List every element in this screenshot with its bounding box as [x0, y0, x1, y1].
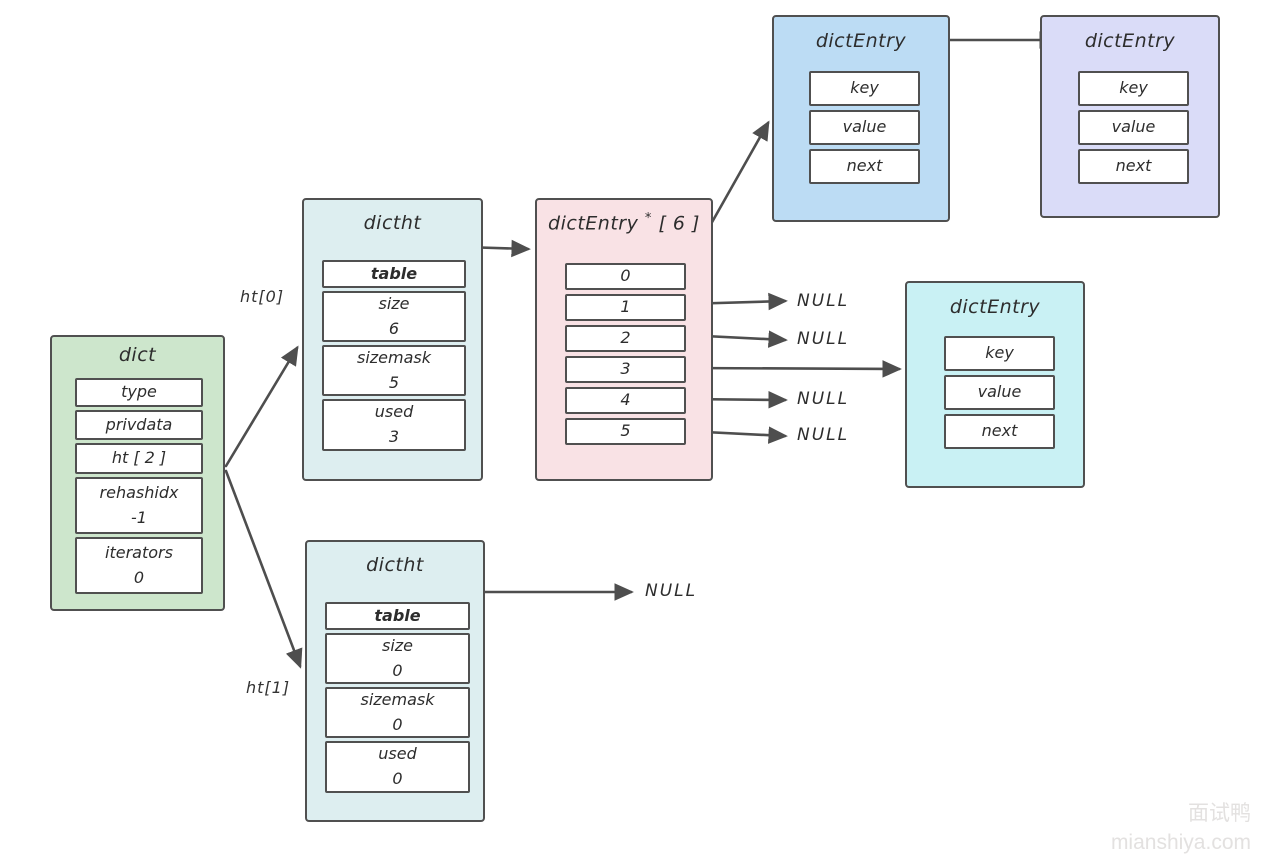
- dict-entry-c-box: dictEntry key value next: [905, 281, 1085, 488]
- null-label-slot4: NULL: [797, 389, 850, 409]
- dict-title: dict: [118, 344, 157, 366]
- entry-a-field-key: key: [809, 71, 920, 106]
- ht1-label: ht[1]: [246, 678, 291, 697]
- entry-a-field-next: next: [809, 149, 920, 184]
- dict-entry-c-title: dictEntry: [949, 296, 1041, 318]
- dictht0-field-sizemask: sizemask 5: [322, 345, 466, 396]
- bucket-slot-0: 0: [565, 263, 686, 290]
- bucket-slot-4: 4: [565, 387, 686, 414]
- arrow-dict-to-ht1: [224, 469, 303, 669]
- dict-entry-b-title: dictEntry: [1084, 30, 1176, 52]
- dictht1-box: dictht table size 0 sizemask 0 used 0: [305, 540, 485, 822]
- dict-field-type: type: [75, 378, 203, 407]
- bucket-slot-1: 1: [565, 294, 686, 321]
- dictht1-field-sizemask: sizemask 0: [325, 687, 470, 738]
- entry-c-field-key: key: [944, 336, 1055, 371]
- bucket-array-star: *: [644, 211, 652, 226]
- null-label-slot5: NULL: [797, 425, 850, 445]
- entry-a-field-value: value: [809, 110, 920, 145]
- dictht1-size-value: 0: [392, 660, 403, 680]
- dictht0-field-table: table: [322, 260, 466, 288]
- dict-iterators-value: 0: [133, 567, 145, 587]
- ht0-label: ht[0]: [240, 287, 285, 306]
- bucket-slot-3: 3: [565, 356, 686, 383]
- bucket-slot-5: 5: [565, 418, 686, 445]
- dictht0-field-size: size 6: [322, 291, 466, 342]
- dictht0-used-value: 3: [388, 427, 400, 446]
- dictht1-used-value: 0: [392, 769, 403, 788]
- entry-b-field-value: value: [1078, 110, 1189, 145]
- dict-rehashidx-value: -1: [131, 507, 147, 527]
- arrow-dict-to-ht0: [224, 345, 299, 468]
- entry-b-field-key: key: [1078, 71, 1189, 106]
- bucket-array-title: dictEntry * [ 6 ]: [548, 211, 700, 235]
- null-label-slot1: NULL: [797, 291, 850, 311]
- dict-entry-a-box: dictEntry key value next: [772, 15, 950, 222]
- dict-field-ht: ht [ 2 ]: [75, 443, 203, 474]
- entry-b-field-next: next: [1078, 149, 1189, 184]
- watermark: 面试鸭 mianshiya.com: [1111, 800, 1251, 857]
- null-label-ht1-table: NULL: [645, 581, 698, 601]
- dictht0-sizemask-value: 5: [388, 372, 400, 392]
- dict-field-privdata: privdata: [75, 410, 203, 440]
- dictht1-field-size: size 0: [325, 633, 470, 684]
- dict-struct-box: dict type privdata ht [ 2 ] rehashidx -1…: [50, 335, 225, 611]
- entry-c-field-next: next: [944, 414, 1055, 449]
- dictht1-title: dictht: [366, 554, 424, 576]
- dict-entry-b-box: dictEntry key value next: [1040, 15, 1220, 218]
- dictht1-field-used: used 0: [325, 741, 470, 793]
- bucket-array-box: dictEntry * [ 6 ] 0 1 2 3 4 5: [535, 198, 713, 481]
- dictht1-sizemask-value: 0: [392, 714, 403, 734]
- dict-entry-a-title: dictEntry: [815, 30, 907, 52]
- dictht0-field-used: used 3: [322, 399, 466, 451]
- null-label-slot2: NULL: [797, 329, 850, 349]
- watermark-line2: mianshiya.com: [1110, 830, 1251, 854]
- bucket-slot-2: 2: [565, 325, 686, 352]
- dictht0-box: dictht table size 6 sizemask 5 used 3: [302, 198, 483, 481]
- arrow-slot3-to-entry-c: [683, 360, 902, 378]
- dict-field-rehashidx: rehashidx -1: [75, 477, 203, 534]
- dictht1-field-table: table: [325, 602, 470, 630]
- watermark-line1: 面试鸭: [1188, 802, 1251, 826]
- entry-c-field-value: value: [944, 375, 1055, 410]
- dictht0-size-value: 6: [388, 318, 400, 338]
- dict-field-iterators: iterators 0: [75, 537, 203, 594]
- dictht0-title: dictht: [363, 212, 422, 234]
